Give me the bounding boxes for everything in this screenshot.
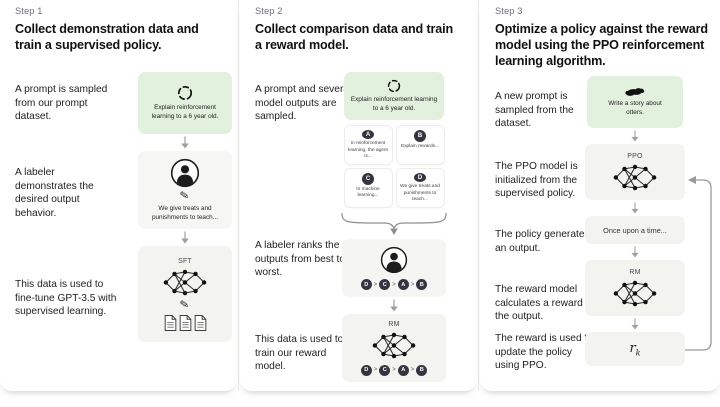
sample-cycle-icon [387,79,401,93]
column-divider [238,0,239,390]
quill-icon: ✎ [179,189,191,203]
reward-symbol: rk [629,340,641,358]
output-a-badge: A [362,130,374,140]
output-b-text: Explain rewards... [400,144,440,149]
step2-row2-text: A labeler ranks the outputs from best to… [255,240,346,279]
feedback-loop-arrow [685,176,712,351]
step2-figure-stack: Explain reinforcement learning to a 6 ye… [341,72,447,382]
step3-ppo-box: PPO [585,144,685,200]
step3-row1-text: A new prompt is sampled from the dataset… [495,91,574,130]
output-d-badge: D [414,173,426,183]
step3-label: Step 3 [495,6,523,16]
otter-icon [625,87,645,97]
step1-prompt-box: Explain reinforcement learning to a 6 ye… [138,72,232,134]
step2-rm-box: RM D > C > A > B [342,314,446,382]
rank-circle: B [416,364,428,376]
step1-heading: Collect demonstration data and train a s… [15,22,199,53]
documents-icons [164,315,207,331]
ppo-label: PPO [627,152,643,160]
rank-circle: D [360,279,372,290]
step2-row3-text: This data is used to train our reward mo… [255,334,344,373]
down-arrow-icon [389,299,399,312]
output-c-box: C In machine learning... [344,169,392,207]
quill-icon: ✎ [179,297,191,312]
rank-circle: A [397,279,409,290]
step1-figure-stack: Explain reinforcement learning to a 6 ye… [138,72,232,342]
column-divider [478,0,479,390]
step2-heading: Collect comparison data and train a rewa… [255,22,453,53]
rank-circle: A [397,364,409,376]
document-icon [164,315,177,331]
down-arrow-icon [180,231,190,244]
output-a-text: In reinforcement learning, the agent is.… [348,141,388,159]
step3-row2-text: The PPO model is initialized from the su… [495,161,578,200]
down-arrow-icon [630,246,640,258]
step1-row3-text: This data is used to fine-tune GPT-3.5 w… [15,279,117,318]
down-arrow-icon [630,130,640,142]
step3-heading: Optimize a policy against the reward mod… [495,22,708,69]
labeler-person-icon [170,158,200,188]
rm-label: RM [388,320,400,328]
policy-output-text: Once upon a time... [603,225,667,235]
step1-demo-caption: We give treats and punishments to teach.… [151,205,219,221]
step1-row2-text: A labeler demonstrates the desired outpu… [15,167,94,220]
step2-labeler-box: D > C > A > B [342,239,446,297]
rank-separator: > [373,281,378,288]
down-arrow-icon [630,318,640,330]
ranking-row: D > C > A > B [360,364,428,376]
labeler-person-icon [380,246,408,274]
output-d-text: We give treats and punishments to teach.… [400,184,440,202]
neural-net-icon [372,331,416,360]
step3-row4-text: The reward model calculates a reward for… [495,284,598,323]
ranking-row: D > C > A > B [360,279,428,290]
step2-panel: Step 2 Collect comparison data and train… [240,0,477,391]
output-c-text: In machine learning... [356,187,380,199]
neural-net-icon [613,279,657,308]
step3-prompt-caption: Write a story about otters. [608,100,662,116]
step2-label: Step 2 [255,6,283,16]
output-c-badge: C [362,173,374,185]
step2-prompt-box: Explain reinforcement learning to a 6 ye… [344,72,444,120]
rank-separator: > [410,281,415,288]
converge-brace-arrow [341,212,447,235]
step3-rm-box: RM [585,260,685,316]
step3-prompt-box: Write a story about otters. [587,76,683,128]
step1-label: Step 1 [15,6,43,16]
step3-output-box: Once upon a time... [585,216,685,244]
neural-net-icon [163,268,207,297]
rank-separator: > [373,367,378,373]
rank-separator: > [392,281,396,288]
step1-labeler-box: ✎ We give treats and punishments to teac… [138,151,232,229]
rank-separator: > [392,367,396,373]
step3-reward-box: rk [585,332,685,366]
step3-row5-text: The reward is used to update the policy … [495,333,593,372]
output-d-box: D We give treats and punishments to teac… [396,169,444,207]
output-b-box: B Explain rewards... [396,126,444,164]
step2-prompt-caption: Explain reinforcement learning to a 6 ye… [350,96,438,112]
step2-row1-text: A prompt and several model outputs are s… [255,84,352,123]
step3-row3-text: The policy generates an output. [495,229,590,254]
step1-panel: Step 1 Collect demonstration data and tr… [0,0,237,391]
step1-row1-text: A prompt is sampled from our prompt data… [15,84,108,123]
rank-separator: > [410,367,415,373]
rank-circle: D [360,364,372,376]
sft-label: SFT [178,257,192,265]
sample-cycle-icon [177,85,193,101]
down-arrow-icon [180,136,190,149]
document-icon [179,315,192,331]
neural-net-icon [613,163,657,192]
step1-sft-box: SFT ✎ [138,246,232,342]
step3-panel: Step 3 Optimize a policy against the rew… [480,0,720,391]
document-icon [194,315,207,331]
rank-circle: C [379,279,391,290]
step1-prompt-caption: Explain reinforcement learning to a 6 ye… [151,104,219,120]
rm-label: RM [629,268,641,276]
step3-figure-stack: Write a story about otters. PPO Once upo… [585,76,685,366]
model-outputs-grid: A In reinforcement learning, the agent i… [344,126,444,207]
output-a-box: A In reinforcement learning, the agent i… [344,126,392,164]
rank-circle: B [416,279,428,290]
output-b-badge: B [414,130,426,142]
down-arrow-icon [630,202,640,214]
rank-circle: C [379,364,391,376]
